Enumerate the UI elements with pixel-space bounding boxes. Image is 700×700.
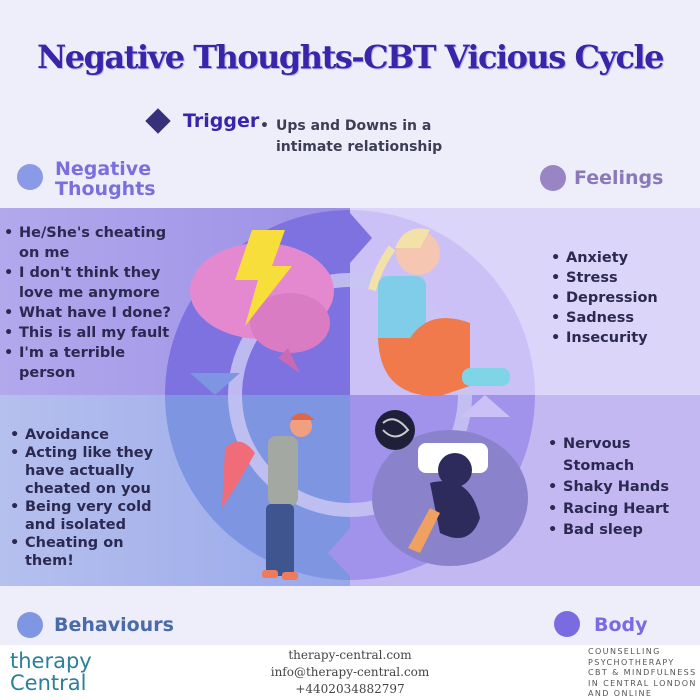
feelings-list: Anxiety Stress Depression Sadness Insecu… bbox=[551, 248, 696, 348]
list-item: Being very cold and isolated bbox=[10, 498, 160, 534]
behaviours-dot-icon bbox=[17, 612, 43, 638]
website-link[interactable]: therapy-central.com bbox=[288, 648, 412, 662]
arrow-icon bbox=[460, 395, 510, 417]
body-heading: Body bbox=[594, 614, 648, 636]
logo-line: Central bbox=[10, 671, 87, 695]
list-item: I don't think they love me anymore bbox=[4, 263, 179, 303]
list-item: What have I done? bbox=[4, 303, 179, 323]
curled-person-illustration bbox=[372, 410, 528, 566]
list-item: This is all my fault bbox=[4, 323, 179, 343]
trigger-description: Ups and Downs in a intimate relationship bbox=[276, 118, 443, 155]
tagline-line: AND ONLINE bbox=[588, 689, 653, 698]
list-item: He/She's cheating on me bbox=[4, 223, 179, 263]
broken-heart-icon bbox=[222, 441, 255, 508]
list-item: Avoidance bbox=[10, 426, 160, 444]
list-item: Depression bbox=[551, 288, 696, 308]
arrow-icon bbox=[190, 373, 240, 395]
list-item: Racing Heart bbox=[548, 499, 698, 521]
behaviours-list: Avoidance Acting like they have actually… bbox=[10, 426, 160, 570]
email-link[interactable]: info@therapy-central.com bbox=[270, 665, 430, 679]
tagline: COUNSELLING PSYCHOTHERAPY CBT & MINDFULN… bbox=[588, 647, 697, 700]
body-list: Nervous Stomach Shaky Hands Racing Heart… bbox=[548, 434, 698, 542]
heading-line: Thoughts bbox=[55, 178, 156, 200]
tagline-line: IN CENTRAL LONDON bbox=[588, 678, 697, 688]
logo: therapy Central bbox=[10, 650, 92, 694]
arrow-icon bbox=[328, 528, 350, 576]
list-item: Bad sleep bbox=[548, 520, 698, 542]
trigger-label: Trigger bbox=[183, 110, 260, 132]
list-item: Sadness bbox=[551, 308, 696, 328]
list-item: I'm a terrible person bbox=[4, 343, 179, 383]
logo-line: therapy bbox=[10, 649, 92, 673]
list-item: Acting like they have actually cheated o… bbox=[10, 444, 160, 498]
list-item: Cheating on them! bbox=[10, 534, 160, 570]
feelings-heading: Feelings bbox=[574, 167, 664, 189]
behaviours-heading: Behaviours bbox=[54, 614, 174, 636]
sad-man-illustration bbox=[222, 413, 315, 580]
contact-info: therapy-central.com info@therapy-central… bbox=[250, 647, 450, 698]
page-title: Negative Thoughts-CBT Vicious Cycle bbox=[36, 38, 665, 76]
phone-number: +4402034882797 bbox=[295, 682, 405, 696]
tagline-line: PSYCHOTHERAPY bbox=[588, 657, 675, 667]
cycle-ring bbox=[228, 273, 472, 517]
cycle-graphic bbox=[0, 208, 700, 586]
diamond-icon bbox=[145, 108, 171, 134]
body-dot-icon bbox=[554, 611, 580, 637]
tagline-line: COUNSELLING bbox=[588, 647, 661, 656]
feelings-dot-icon bbox=[540, 165, 566, 191]
list-item: Nervous Stomach bbox=[548, 434, 698, 477]
lightning-icon bbox=[235, 230, 292, 326]
list-item: Shaky Hands bbox=[548, 477, 698, 499]
heading-line: Negative bbox=[55, 158, 152, 180]
distressed-woman-illustration bbox=[368, 228, 510, 397]
wedge-behaviours bbox=[165, 395, 350, 580]
negative-thoughts-list: He/She's cheating on me I don't think th… bbox=[4, 223, 179, 383]
list-item: Anxiety bbox=[551, 248, 696, 268]
list-item: Stress bbox=[551, 268, 696, 288]
list-item: Insecurity bbox=[551, 328, 696, 348]
tagline-line: CBT & MINDFULNESS bbox=[588, 668, 697, 677]
negative-thoughts-dot-icon bbox=[17, 164, 43, 190]
arrow-icon bbox=[350, 213, 372, 263]
footer: therapy Central therapy-central.com info… bbox=[0, 645, 700, 700]
trigger-text: Ups and Downs in a intimate relationship bbox=[260, 116, 460, 158]
